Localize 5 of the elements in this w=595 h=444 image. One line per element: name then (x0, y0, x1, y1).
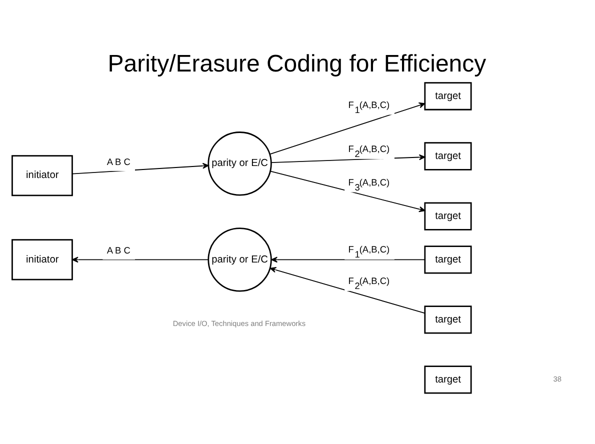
label: 38 (553, 374, 562, 383)
diagram-title: Parity/Erasure Coding for Efficiency (108, 50, 486, 78)
edge-label: A B C (106, 245, 130, 256)
edge-label: A B C (106, 156, 130, 167)
label: Device I/O, Techniques and Frameworks (172, 318, 306, 328)
